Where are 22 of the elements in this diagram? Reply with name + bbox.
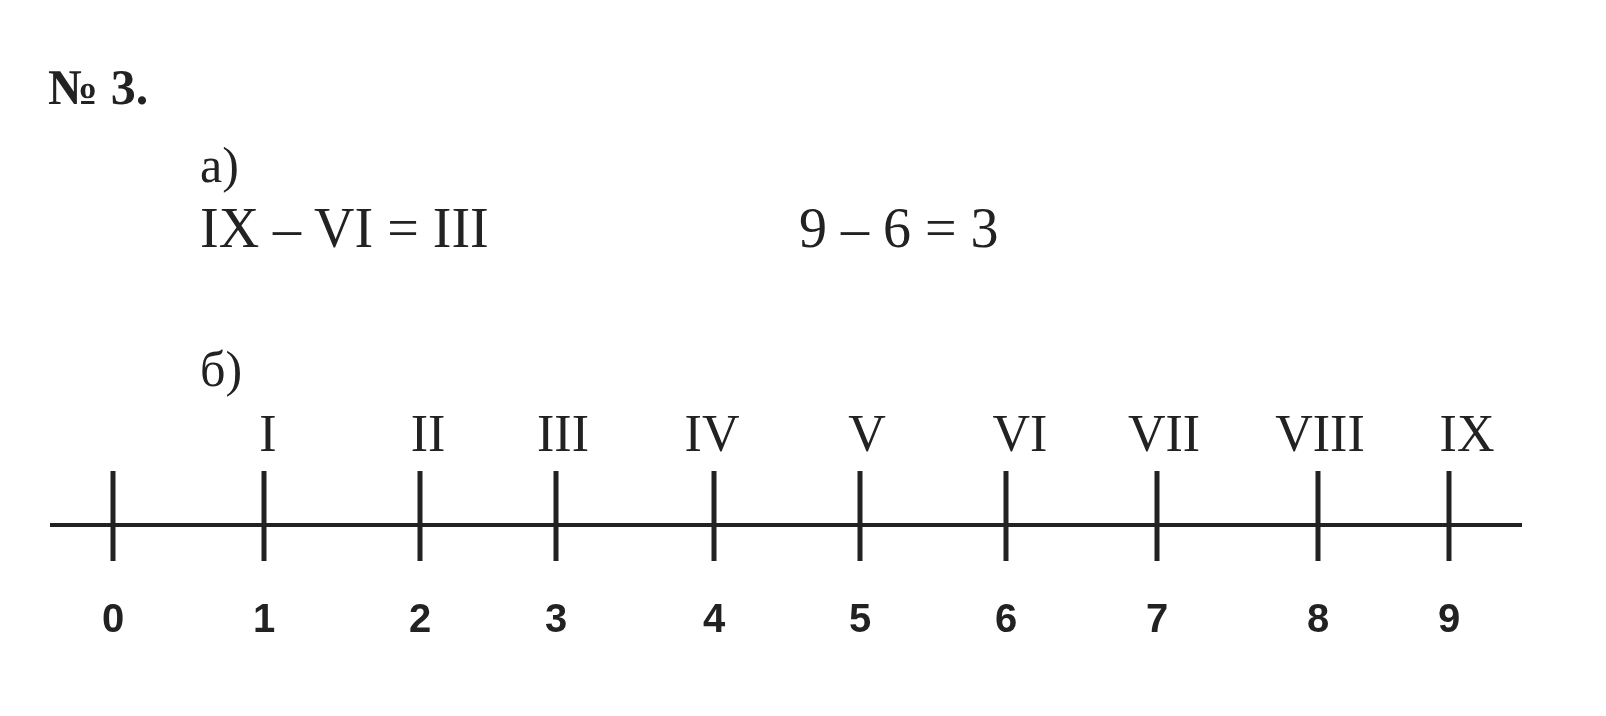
roman-numeral: II xyxy=(410,408,446,460)
roman-numeral: VI xyxy=(992,408,1048,460)
tick-label: 5 xyxy=(848,598,872,638)
roman-numeral: IX xyxy=(1439,408,1495,460)
roman-numeral: VII xyxy=(1127,408,1201,460)
roman-numeral: III xyxy=(537,408,589,460)
roman-numeral: VIII xyxy=(1275,408,1365,460)
tick-label: 3 xyxy=(544,598,568,638)
tick-label: 2 xyxy=(408,598,432,638)
tick-label: 9 xyxy=(1437,598,1461,638)
tick-label: 7 xyxy=(1145,598,1169,638)
tick-label: 8 xyxy=(1306,598,1330,638)
tick-label: 0 xyxy=(101,598,125,638)
tick-label: 6 xyxy=(994,598,1018,638)
equation: 9 – 6 = 3 xyxy=(799,200,999,256)
equation: IX – VI = III xyxy=(200,200,489,256)
task-number: № 3. xyxy=(48,58,149,116)
tick-label: 1 xyxy=(252,598,276,638)
roman-numeral: I xyxy=(259,408,277,460)
roman-numeral: V xyxy=(848,408,886,460)
tick-label: 4 xyxy=(702,598,726,638)
roman-numeral: IV xyxy=(684,408,740,460)
